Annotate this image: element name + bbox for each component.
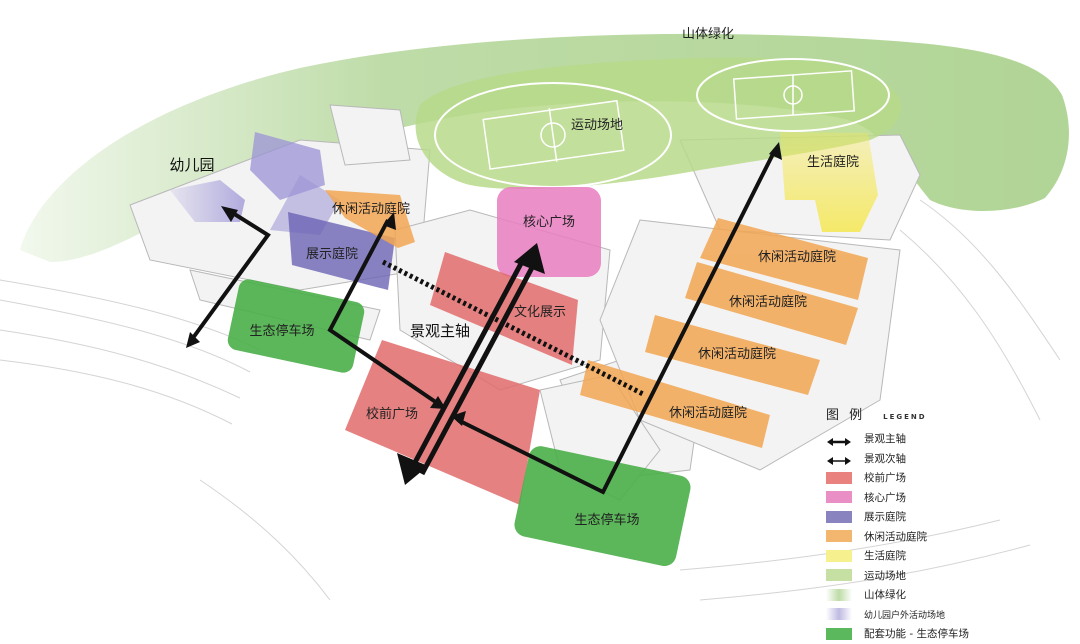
double-arrow-icon (826, 452, 852, 464)
double-arrow-icon (826, 433, 852, 445)
label-leisure-1: 休闲活动庭院 (332, 201, 410, 217)
legend-item: 景观次轴 (826, 449, 1076, 469)
legend-item: 核心广场 (826, 488, 1076, 508)
label-parking-1: 生态停车场 (249, 323, 314, 339)
legend-item: 校前广场 (826, 468, 1076, 488)
legend-swatch (826, 530, 852, 542)
legend-subtitle: LEGEND (883, 413, 926, 421)
legend-item: 山体绿化 (826, 585, 1076, 605)
legend-header: 图 例 LEGEND (826, 404, 1076, 423)
legend-item: 景观主轴 (826, 429, 1076, 449)
label-kindergarten: 幼儿园 (169, 156, 214, 174)
legend-item-label: 校前广场 (864, 470, 906, 485)
legend-item-label: 山体绿化 (864, 587, 906, 602)
label-parking-2: 生态停车场 (574, 512, 639, 528)
legend-title: 图 例 (826, 404, 865, 423)
label-axis: 景观主轴 (410, 322, 470, 340)
legend-item-label: 休闲活动庭院 (864, 529, 927, 544)
legend-item: 休闲活动庭院 (826, 527, 1076, 547)
label-leisure-3: 休闲活动庭院 (729, 294, 807, 310)
legend-swatch (826, 472, 852, 484)
legend-item: 生活庭院 (826, 546, 1076, 566)
label-leisure-4: 休闲活动庭院 (698, 346, 776, 362)
label-sports: 运动场地 (571, 118, 623, 133)
legend-item: 运动场地 (826, 566, 1076, 586)
legend: 图 例 LEGEND 景观主轴景观次轴校前广场核心广场展示庭院休闲活动庭院生活庭… (826, 404, 1076, 644)
label-living: 生活庭院 (807, 154, 859, 170)
legend-items: 景观主轴景观次轴校前广场核心广场展示庭院休闲活动庭院生活庭院运动场地山体绿化幼儿… (826, 429, 1076, 644)
legend-item: 配套功能 - 生态停车场 (826, 624, 1076, 644)
label-core: 核心广场 (523, 215, 575, 230)
legend-item-label: 展示庭院 (864, 509, 906, 524)
legend-item-label: 运动场地 (864, 568, 906, 583)
legend-item-label: 配套功能 - 生态停车场 (864, 626, 969, 641)
legend-swatch (826, 569, 852, 581)
label-display: 展示庭院 (306, 246, 358, 262)
label-mountain: 山体绿化 (682, 27, 734, 42)
core-plaza-zone (497, 187, 601, 277)
legend-item-label: 核心广场 (864, 490, 906, 505)
legend-item-label: 景观次轴 (864, 451, 906, 466)
legend-swatch (826, 628, 852, 640)
label-leisure-2: 休闲活动庭院 (758, 249, 836, 265)
legend-swatch (826, 491, 852, 503)
label-front-plaza: 校前广场 (366, 406, 418, 422)
legend-swatch (826, 511, 852, 523)
legend-item: 幼儿园户外活动场地 (826, 605, 1076, 625)
label-culture: 文化展示 (514, 305, 566, 320)
label-leisure-5: 休闲活动庭院 (669, 405, 747, 421)
legend-swatch (826, 608, 852, 620)
legend-item-label: 生活庭院 (864, 548, 906, 563)
legend-swatch (826, 589, 852, 601)
legend-item-label: 幼儿园户外活动场地 (864, 608, 945, 621)
legend-item-label: 景观主轴 (864, 431, 906, 446)
legend-swatch (826, 550, 852, 562)
legend-item: 展示庭院 (826, 507, 1076, 527)
